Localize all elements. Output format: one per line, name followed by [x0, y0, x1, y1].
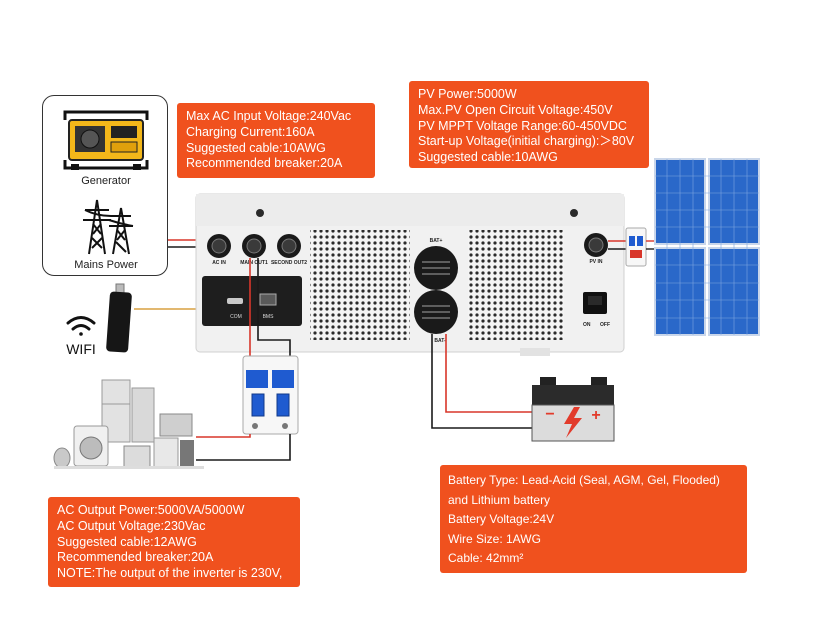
ac-output-line: Suggested cable:12AWG	[57, 534, 197, 549]
screw	[570, 209, 578, 217]
switch-on-label: ON	[583, 322, 591, 328]
wifi-dongle-icon	[106, 283, 132, 353]
com-port	[227, 298, 243, 304]
switch-off-label: OFF	[600, 322, 610, 328]
generator-icon	[63, 110, 149, 170]
battery-line: Wire Size: 1AWG	[448, 531, 541, 546]
pv-in-label: PV IN	[589, 259, 602, 265]
vent-grille-left	[310, 230, 410, 340]
battery-line: Battery Voltage:24V	[448, 512, 555, 527]
ac-output-line: AC Output Voltage:230Vac	[57, 518, 206, 533]
ac-output-spec-box: AC Output Power:5000VA/5000W AC Output V…	[48, 497, 300, 587]
battery-line: Cable: 42mm²	[448, 551, 524, 566]
home-appliances-icon	[53, 379, 204, 469]
pv-breaker	[625, 227, 647, 267]
appliance-wire-red	[196, 434, 251, 438]
bat-pos-label: BAT+	[430, 238, 443, 244]
ac-output-breaker	[242, 355, 299, 435]
ac-output-line: Recommended breaker:20A	[57, 550, 214, 565]
ac-in-label: AC IN	[212, 260, 226, 266]
battery-wire-red	[445, 334, 533, 413]
screw	[256, 209, 264, 217]
main-out-wire-black	[257, 258, 291, 360]
second-out-label: SECOND OUT2	[271, 260, 307, 266]
ac-input-line: Charging Current:160A	[186, 124, 315, 139]
battery-wire-black	[431, 334, 533, 429]
ac-input-line: Max AC Input Voltage:240Vac	[186, 109, 352, 123]
ac-input-line: Recommended breaker:20A	[186, 156, 343, 171]
pv-line: Start-up Voltage(initial charging):＞80V	[418, 134, 635, 149]
ac-output-line: AC Output Power:5000VA/5000W	[57, 503, 245, 517]
com-bms-panel	[202, 276, 302, 326]
bat-neg-label: BAT-	[434, 338, 446, 344]
ac-in-port	[207, 234, 231, 258]
battery-spec-box: Battery Type: Lead-Acid (Seal, AGM, Gel,…	[440, 465, 747, 573]
battery-negative-port	[414, 290, 458, 334]
pv-line: Max.PV Open Circuit Voltage:450V	[418, 102, 613, 117]
wifi-icon	[66, 316, 96, 336]
com-label: COM	[230, 314, 242, 320]
battery-plus-sign: +	[591, 407, 600, 424]
main-out-port	[242, 234, 266, 258]
power-source-card: Generator Mains Power	[42, 95, 168, 276]
second-out-port	[277, 234, 301, 258]
power-tower-icon	[83, 199, 134, 255]
ac-input-line: Suggested cable:10AWG	[186, 140, 326, 155]
pv-line: PV Power:5000W	[418, 87, 517, 101]
vent-grille-right	[468, 230, 564, 340]
bms-label: BMS	[263, 314, 275, 320]
pv-spec-box: PV Power:5000W Max.PV Open Circuit Volta…	[409, 81, 649, 168]
pv-line: PV MPPT Voltage Range:60-450VDC	[418, 118, 627, 133]
battery-minus-sign: −	[545, 406, 554, 423]
battery-icon	[531, 377, 615, 442]
pv-in-port	[584, 233, 608, 257]
wifi-label: WIFI	[66, 341, 96, 357]
appliance-wire-black	[196, 434, 291, 461]
ac-input-spec-box: Max AC Input Voltage:240Vac Charging Cur…	[177, 103, 375, 178]
battery-line: and Lithium battery	[448, 492, 551, 507]
mains-power-label: Mains Power	[74, 259, 138, 271]
solar-panel-array	[654, 158, 760, 336]
battery-line: Battery Type: Lead-Acid (Seal, AGM, Gel,…	[448, 473, 720, 487]
bms-port	[259, 293, 277, 306]
pv-line: Suggested cable:10AWG	[418, 150, 558, 165]
ac-output-line: NOTE:The output of the inverter is 230V,	[57, 566, 283, 581]
battery-positive-port	[414, 246, 458, 290]
generator-label: Generator	[81, 175, 131, 187]
main-out-label: MAIN OUT1	[240, 260, 268, 266]
